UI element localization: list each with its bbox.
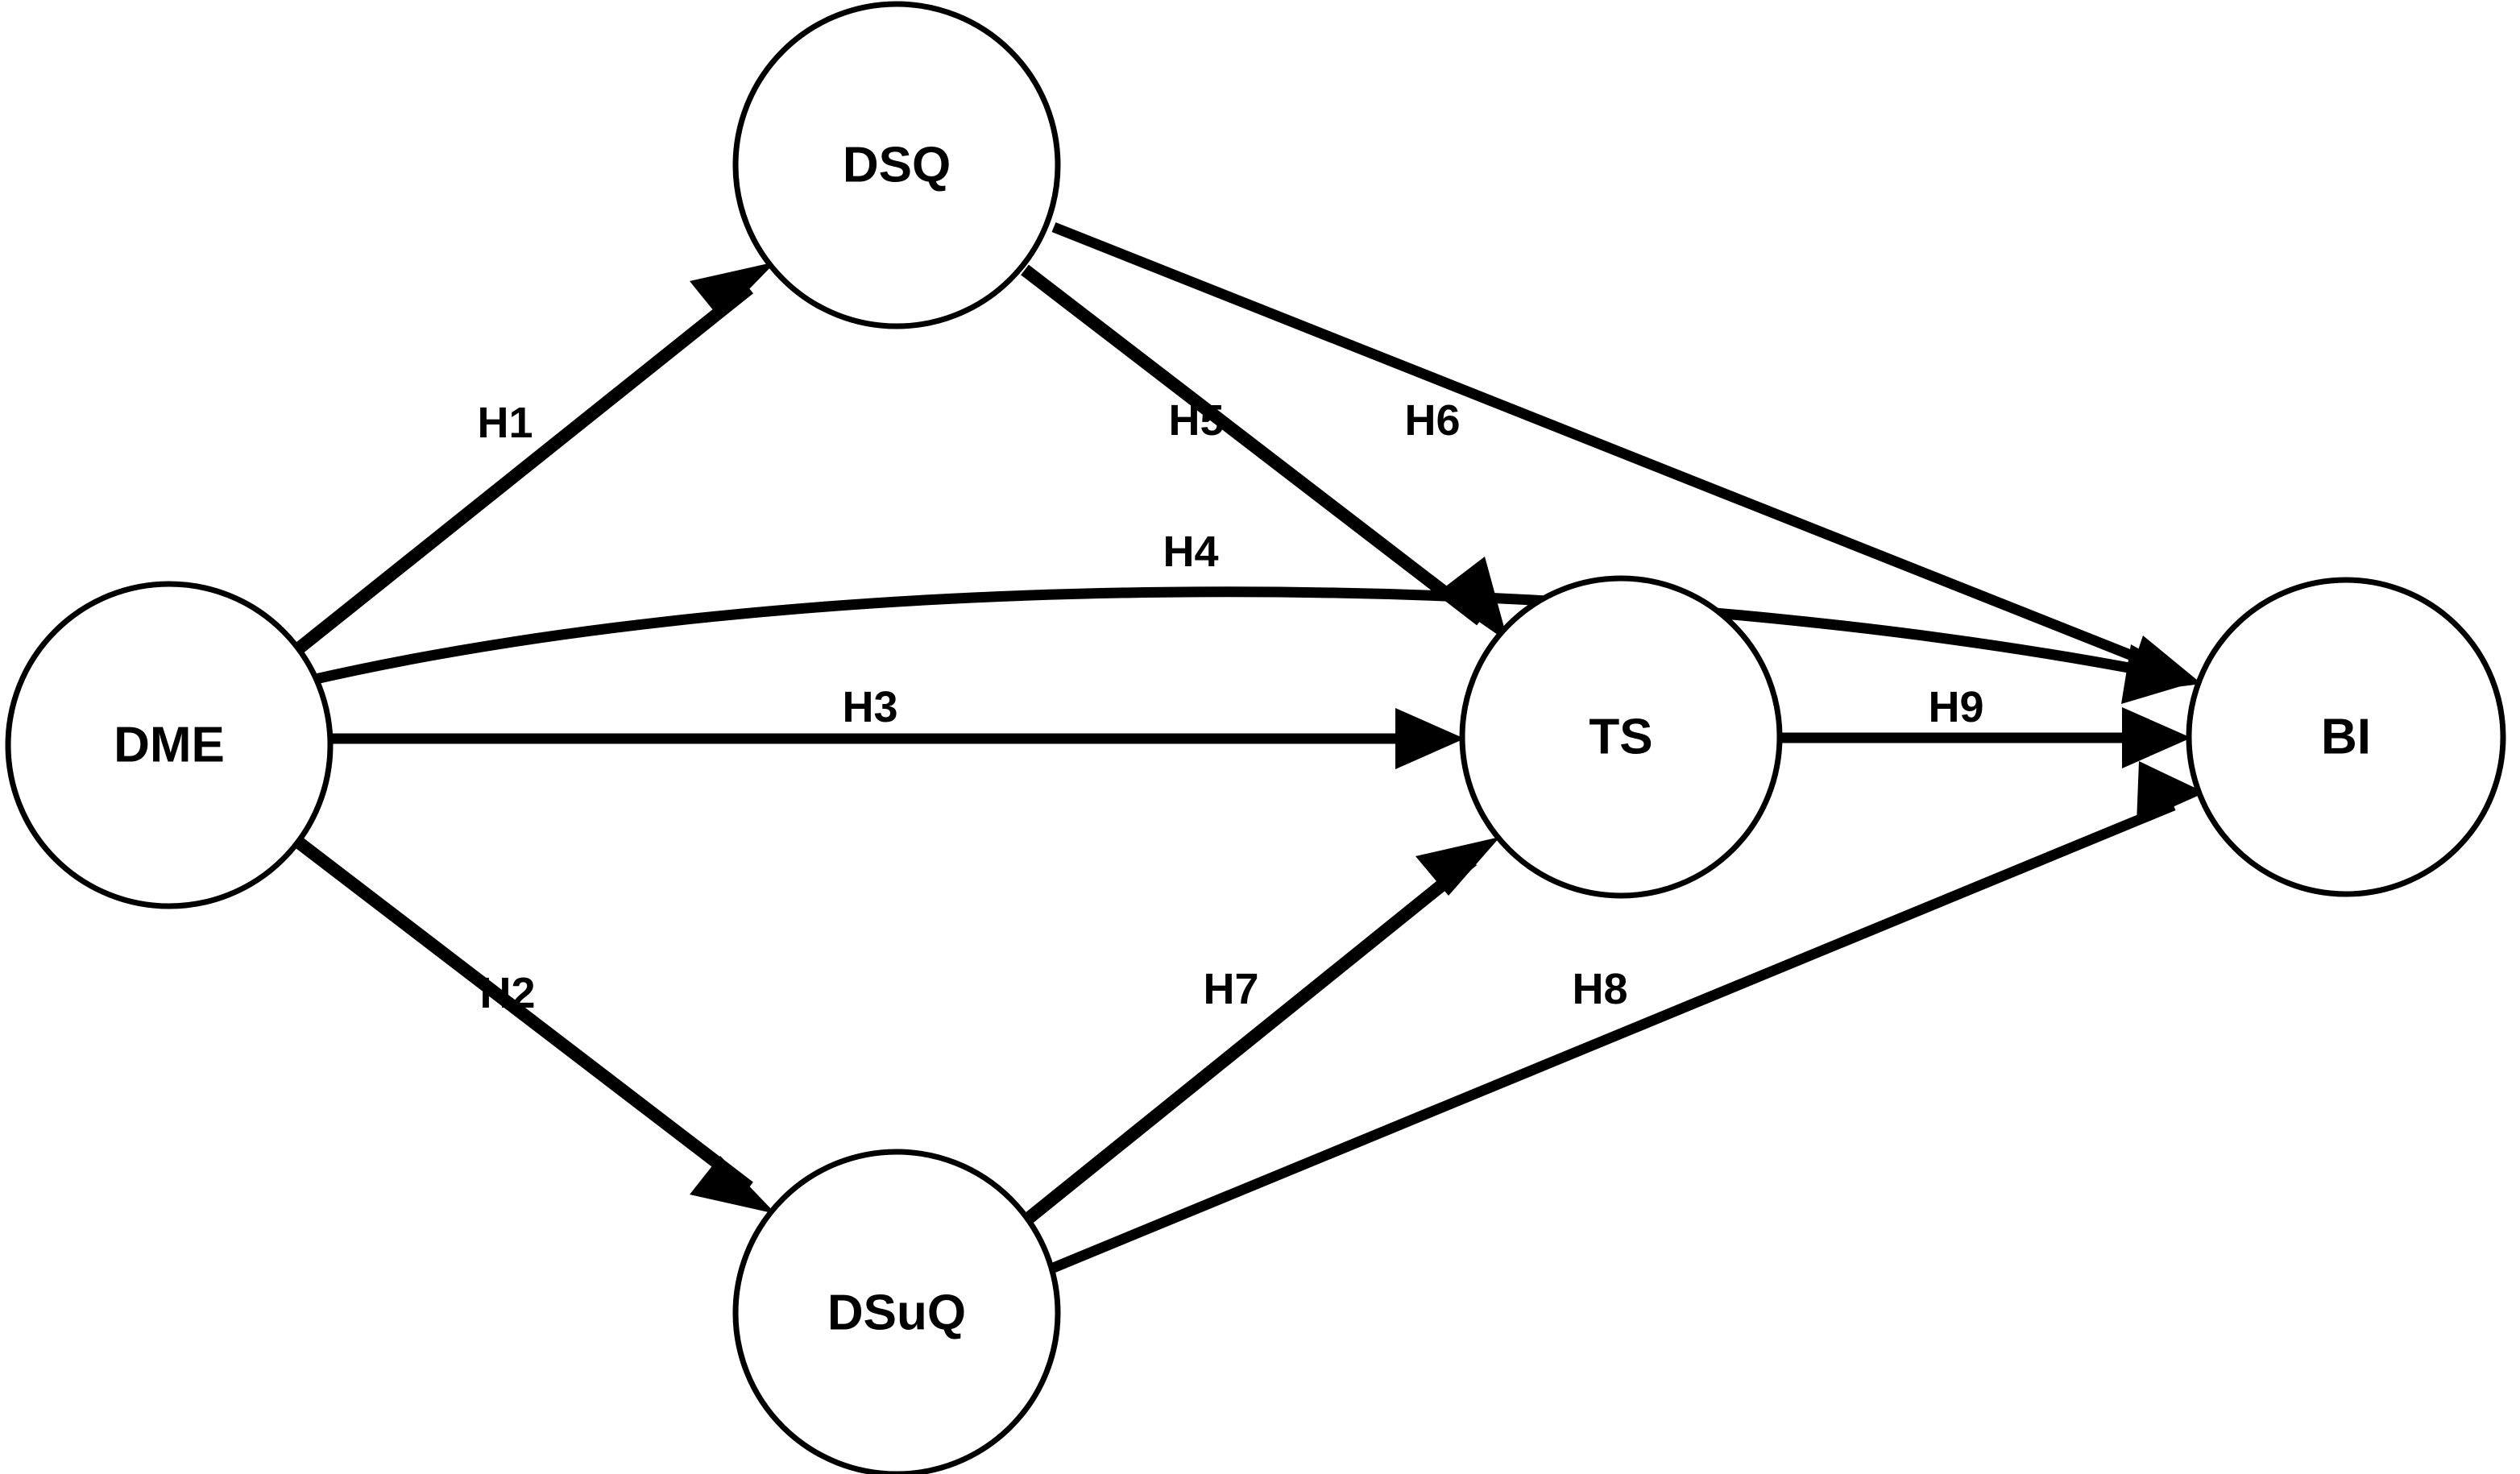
node-ts-label: TS [1589, 710, 1652, 765]
node-ts[interactable]: TS [1459, 575, 1783, 899]
edge-h9[interactable] [1777, 707, 2191, 768]
edge-label-h7: H7 [1203, 965, 1258, 1013]
node-dsuq[interactable]: DSuQ [732, 1149, 1061, 1474]
edge-h8[interactable] [1049, 761, 2205, 1274]
edge-h9-arrowhead [2122, 707, 2191, 768]
edge-label-h6: H6 [1404, 396, 1460, 445]
edge-h3-arrowhead [1395, 708, 1465, 769]
edge-h4[interactable] [232, 586, 2197, 705]
node-bi[interactable]: BI [2186, 577, 2506, 897]
edge-label-h2: H2 [479, 969, 535, 1017]
edge-h2[interactable] [295, 837, 776, 1214]
node-dme-circle [5, 581, 334, 909]
node-dsq-label: DSQ [843, 138, 951, 193]
edge-h3[interactable] [234, 708, 1465, 769]
edge-h5-line [1021, 264, 1485, 626]
edge-h8-arrowhead [2137, 761, 2205, 823]
edge-h6[interactable] [1051, 222, 2202, 694]
edge-h5-arrowhead [1437, 557, 1508, 642]
edge-h1[interactable] [295, 262, 776, 654]
edge-h2-line [295, 837, 753, 1193]
node-dsuq-circle [732, 1149, 1061, 1474]
node-dme-label: DME [114, 718, 225, 773]
edge-h4-path [232, 586, 2169, 705]
node-bi-label: BI [2321, 710, 2371, 765]
node-ts-circle [1459, 575, 1783, 899]
edge-h1-line [295, 283, 753, 654]
node-dsuq-label: DSuQ [827, 1286, 966, 1341]
edge-h8-line [1049, 800, 2176, 1274]
edge-label-h8: H8 [1572, 965, 1627, 1013]
node-dme[interactable]: DME [5, 581, 334, 909]
edge-h2-arrowhead [690, 1156, 776, 1214]
edge-label-h3: H3 [842, 683, 897, 731]
edge-h5[interactable] [1021, 264, 1508, 642]
edge-h6-line [1051, 222, 2171, 676]
edge-h6-arrowhead [2124, 636, 2202, 694]
node-dsq-circle [732, 1, 1061, 329]
edge-h1-arrowhead [690, 262, 776, 319]
node-dsq[interactable]: DSQ [732, 1, 1061, 329]
node-bi-circle [2186, 577, 2506, 897]
edge-label-h4: H4 [1163, 528, 1218, 576]
edge-h7[interactable] [1018, 837, 1500, 1228]
edge-label-h5: H5 [1168, 396, 1224, 445]
edge-h7-line [1018, 855, 1478, 1228]
edge-label-h1: H1 [477, 399, 533, 447]
edge-h7-arrowhead [1415, 837, 1500, 896]
edge-label-h9: H9 [1928, 683, 1983, 731]
